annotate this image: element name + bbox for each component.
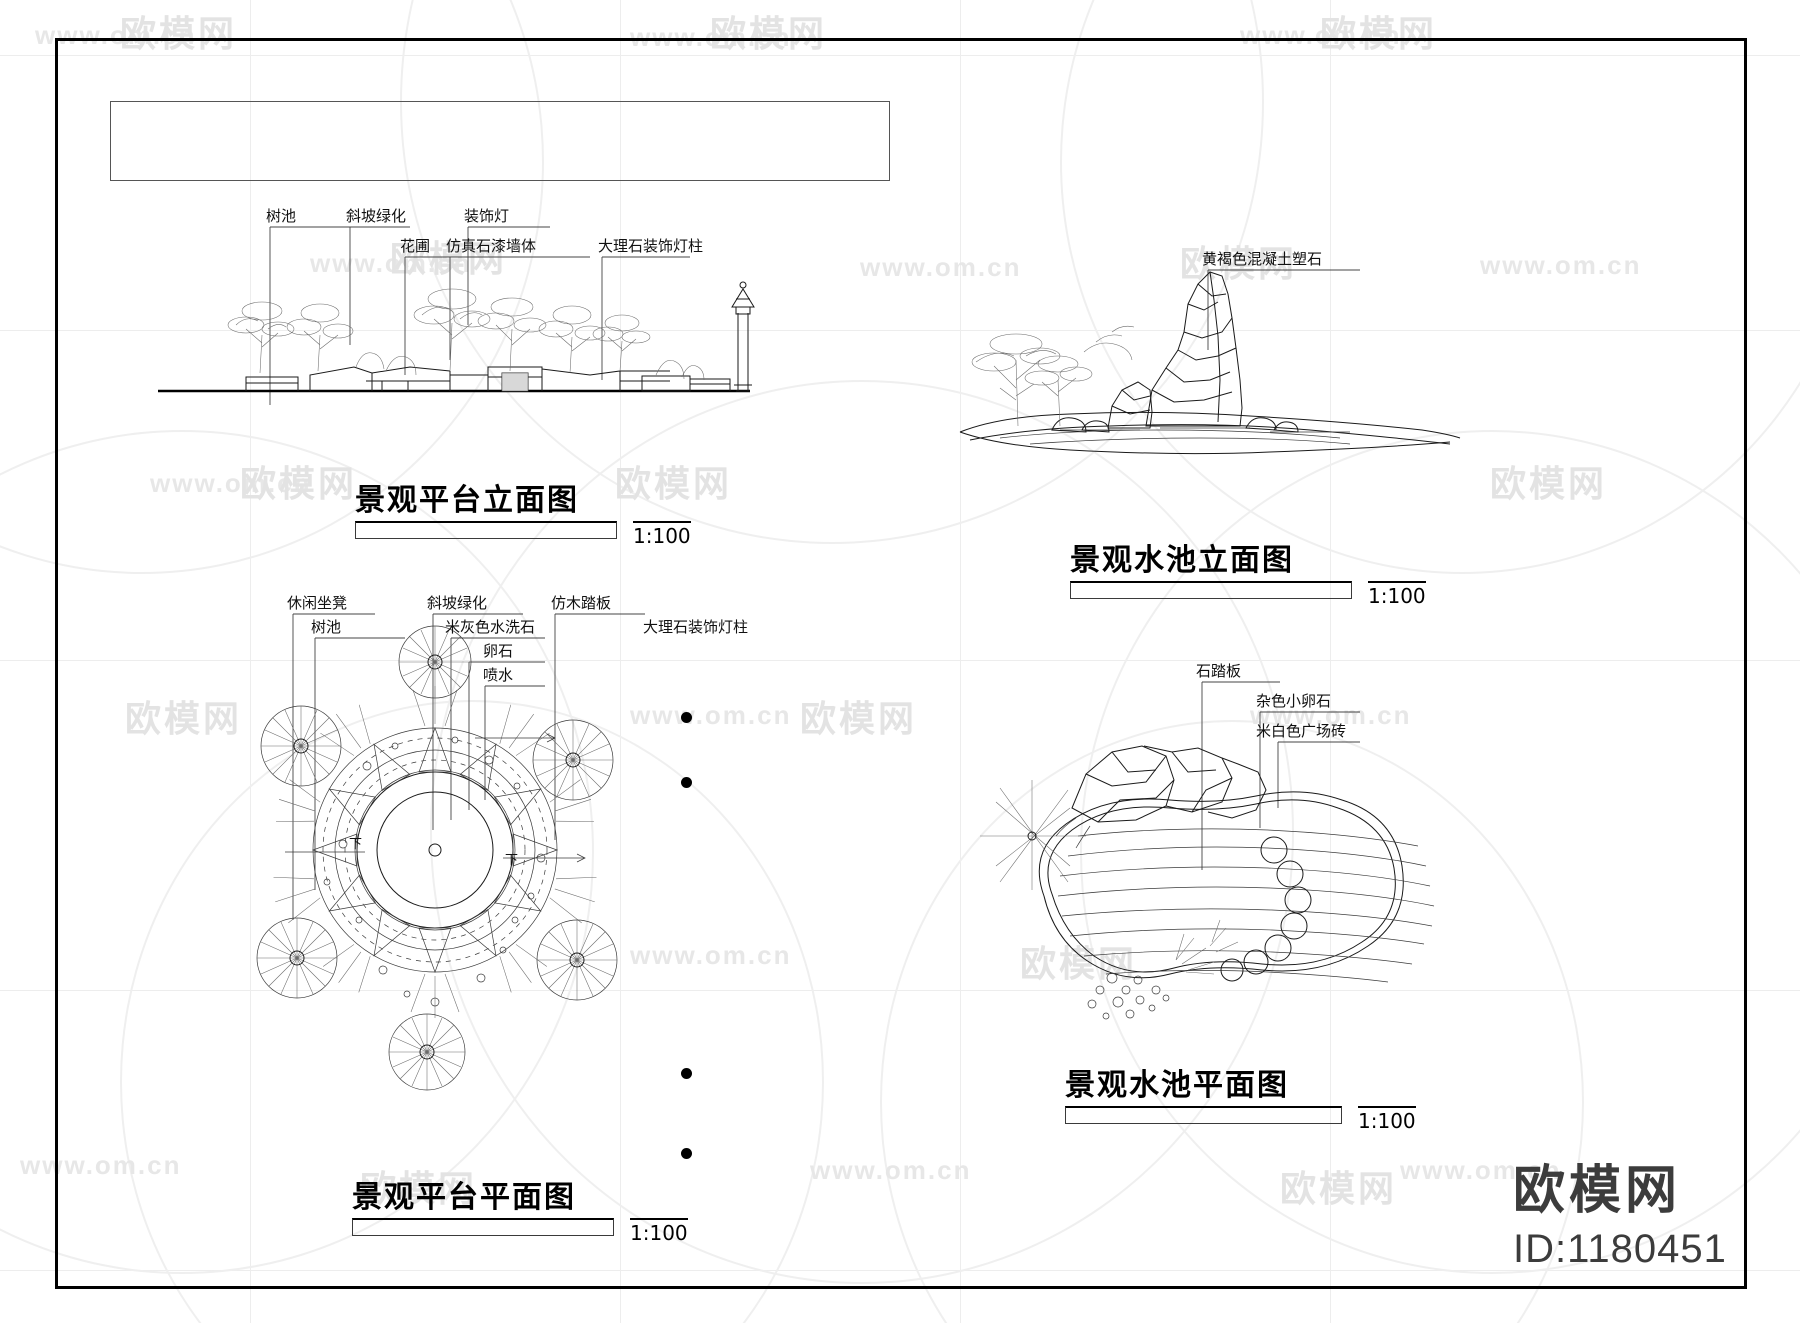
figure-scale-text: 1:100 — [630, 1218, 688, 1245]
figure-title-text: 景观水池立面图 — [1070, 543, 1294, 578]
brand-watermark: 欧模网 ID:1180451 — [1513, 1148, 1727, 1272]
label-shuchi: 树池 — [266, 207, 297, 225]
label-marble-light-column: 大理石装饰灯柱 — [598, 237, 704, 255]
figure-title-platform-plan: 景观平台平面图 1:100 — [352, 1172, 688, 1245]
label-shuchi: 树池 — [311, 618, 342, 636]
figure-title-pool-elevation: 景观水池立面图 1:100 — [1070, 535, 1426, 608]
figure-title-text: 景观水池平面图 — [1065, 1068, 1289, 1103]
drawing-pool-elevation: 黄褐色混凝土塑石 — [959, 240, 1461, 500]
drawing-platform-plan: 下 下 休闲坐凳 树池 斜坡绿化 米灰色水洗石 卵石 喷水 仿木踏板 大理石装饰… — [255, 590, 815, 1150]
figure-scale-text: 1:100 — [1358, 1106, 1416, 1133]
bullet-dot — [681, 1148, 692, 1159]
brand-id-text: ID:1180451 — [1513, 1227, 1727, 1271]
label-leisure-bench: 休闲坐凳 — [287, 594, 348, 612]
figure-scale-text: 1:100 — [1368, 581, 1426, 608]
label-grey-washed-stone: 米灰色水洗石 — [445, 618, 536, 636]
label-wood-deck: 仿木踏板 — [551, 594, 612, 612]
sheet-border — [55, 38, 1747, 1289]
label-stone-paint-wall: 仿真石漆墙体 — [446, 237, 537, 255]
label-marble-light-column: 大理石装饰灯柱 — [643, 618, 749, 636]
bullet-dot — [681, 1068, 692, 1079]
label-decorative-lamp: 装饰灯 — [464, 207, 510, 225]
label-stone-step-board: 石踏板 — [1196, 662, 1242, 680]
label-pebble: 卵石 — [483, 642, 514, 660]
figure-title-platform-elevation: 景观平台立面图 1:100 — [355, 475, 691, 548]
label-beige-plaza-brick: 米白色广场砖 — [1256, 722, 1347, 740]
figure-title-text: 景观平台立面图 — [355, 483, 579, 518]
label-water-spray: 喷水 — [483, 666, 514, 684]
label-concrete-rock: 黄褐色混凝土塑石 — [1202, 250, 1323, 268]
figure-title-text: 景观平台平面图 — [352, 1180, 576, 1215]
label-mixed-pebble: 杂色小卵石 — [1256, 692, 1332, 710]
title-block-strip — [110, 101, 890, 181]
bullet-dot — [681, 712, 692, 723]
figure-title-pool-plan: 景观水池平面图 1:100 — [1065, 1060, 1416, 1133]
brand-name-text: 欧模网 — [1513, 1161, 1682, 1221]
svg-text:下: 下 — [505, 853, 518, 868]
label-flowerbed: 花圃 — [400, 237, 431, 255]
label-slope-greening: 斜坡绿化 — [346, 207, 407, 225]
drawing-platform-elevation: 树池 斜坡绿化 装饰灯 花圃 仿真石漆墙体 大理石装饰灯柱 — [150, 195, 870, 455]
figure-scale-text: 1:100 — [633, 521, 691, 548]
label-slope-greening: 斜坡绿化 — [427, 594, 488, 612]
svg-text:下: 下 — [349, 837, 362, 852]
bullet-dot — [681, 777, 692, 788]
drawing-pool-plan: 石踏板 杂色小卵石 米白色广场砖 — [960, 660, 1520, 1060]
